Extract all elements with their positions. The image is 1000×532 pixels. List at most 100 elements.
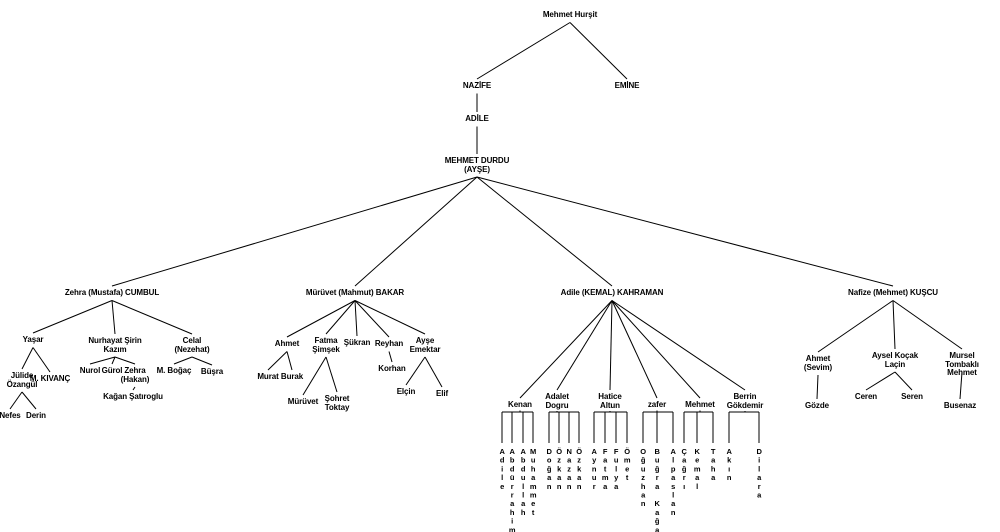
grandchild-name: Muhammet <box>528 447 538 517</box>
edge-yasar-julide <box>21 347 34 370</box>
edge-zehra-celal <box>111 300 193 335</box>
edge-root-emine <box>569 22 628 80</box>
edge-bakar-reyhan <box>354 300 390 338</box>
person-gurol: Gürol <box>101 366 123 375</box>
person-adile: ADİLE <box>465 114 489 123</box>
grandchild-name: Özkan <box>554 447 564 491</box>
edge-durdu-kuscu <box>476 176 894 287</box>
edge-kahraman-zafer <box>611 300 658 399</box>
edge-durdu-kahraman <box>476 176 613 287</box>
grandchild-name: Akın <box>724 447 734 482</box>
person-nurhayat: Nurhayat Şirin Kazım <box>88 336 142 354</box>
edge-ahmet-murat <box>267 351 288 371</box>
person-bakar: Mürüvet (Mahmut) BAKAR <box>305 288 405 297</box>
edge-julide-derin <box>21 391 37 410</box>
edge-root-nazife <box>476 22 571 80</box>
person-derin: Derin <box>26 411 46 420</box>
person-kuscu: Nafize (Mehmet) KUŞCU <box>848 288 938 297</box>
person-bogac: M. Boğaç <box>156 366 192 375</box>
person-kagan: Kağan Şatıroglu <box>103 392 163 401</box>
person-durdu: MEHMET DURDU (AYŞE) <box>444 156 510 174</box>
person-reyhan: Reyhan <box>374 339 404 348</box>
person-celal: Celal (Nezehat) <box>174 336 210 354</box>
edge-durdu-zehra <box>111 176 478 287</box>
grandchild-name: Abdullah <box>518 447 528 517</box>
person-nazife: NAZİFE <box>462 81 492 90</box>
person-aysel: Aysel Koçak Laçin <box>871 351 919 369</box>
edge-julide-nefes <box>9 391 23 410</box>
grandchild-name: Doğan <box>544 447 554 491</box>
edge-fatma-muruvet <box>302 356 327 396</box>
grandchild-name: Adile <box>497 447 507 491</box>
edge-celal-bogac <box>173 356 193 365</box>
person-kenan: Kenan <box>508 400 532 409</box>
edge-bakar-ayse <box>354 300 426 335</box>
person-kivanc: M. KIVANÇ <box>29 374 71 383</box>
edge-nurhayat-nurol <box>89 356 116 365</box>
person-elcin: Elçin <box>396 387 416 396</box>
grandchild-name: Taha <box>708 447 718 482</box>
person-berrin: Berrin Gökdemir <box>726 392 764 410</box>
grandchild-name: Alpaslan <box>668 447 678 517</box>
edge-yasar-kivanc <box>32 347 51 373</box>
person-nefes: Nefes <box>0 411 21 420</box>
person-adalet: Adalet Dogru <box>545 392 569 410</box>
person-zafer: zafer <box>647 400 667 409</box>
edge-aysel-seren <box>894 371 913 391</box>
edge-celal-busra <box>191 356 213 366</box>
edge-fatma-sohret <box>325 356 338 393</box>
edge-kahraman-berrin <box>611 300 746 391</box>
edge-zehrah-kagan <box>132 386 136 391</box>
person-sukran: Şükran <box>343 338 371 347</box>
person-root: Mehmet Hurşit <box>542 10 598 19</box>
person-korhan: Korhan <box>378 364 406 373</box>
person-ahmet: Ahmet <box>274 339 300 348</box>
edge-kuscu-ahmets <box>817 300 894 353</box>
edge-reyhan-korhan <box>388 351 393 363</box>
person-murat: Murat <box>257 372 279 381</box>
grandchild-name: Abdürrahim <box>507 447 517 532</box>
person-zehra: Zehra (Mustafa) CUMBUL <box>64 288 160 297</box>
person-julide: Jülide Özangül <box>6 371 38 389</box>
person-gozde: Gözde <box>805 401 829 410</box>
edge-kahraman-kenan <box>519 300 613 399</box>
edge-ahmets-gozde <box>816 374 819 400</box>
edge-ahmet-burak <box>286 351 293 371</box>
edge-zehra-yasar <box>32 300 113 334</box>
grandchild-name: Çağrı <box>679 447 689 491</box>
person-mursel: Mursel Tombaklı Mehmet <box>945 351 979 377</box>
edge-durdu-bakar <box>354 176 478 287</box>
person-yasar: Yaşar <box>22 335 44 344</box>
grandchild-name: Aynur <box>589 447 599 491</box>
grandchild-name: Fatma <box>600 447 610 491</box>
edge-zehra-nurhayat <box>111 300 116 335</box>
person-busenaz: Busenaz <box>943 401 977 410</box>
edge-kahraman-hatice <box>609 300 613 391</box>
edge-bakar-sukran <box>354 300 358 337</box>
person-hatice: Hatice Altun <box>598 392 622 410</box>
grandchild-name: Nazan <box>564 447 574 491</box>
grandchild-name: Fulya <box>611 447 621 491</box>
edge-ayse-elcin <box>405 356 426 386</box>
edge-nurhayat-gurol <box>111 356 116 365</box>
edge-kahraman-adalet <box>556 300 613 391</box>
person-ceren: Ceren <box>854 392 878 401</box>
person-ayse: Ayşe Emektar <box>409 336 441 354</box>
edge-mursel-busenaz <box>959 371 963 400</box>
person-sohret: Şohret Toktay <box>324 394 350 412</box>
person-ahmets: Ahmet (Sevim) <box>803 354 833 372</box>
person-seren: Seren <box>901 392 923 401</box>
person-emine: EMİNE <box>614 81 640 90</box>
person-nurol: Nurol <box>79 366 101 375</box>
person-busra: Büşra <box>200 367 224 376</box>
grandchild-name: Ömet <box>622 447 632 482</box>
grandchild-name: Kemal <box>692 447 702 491</box>
person-mehmet: Mehmet <box>685 400 715 409</box>
person-muruvet: Mürüvet <box>287 397 319 406</box>
person-zehrah: Zehra (Hakan) <box>120 366 150 384</box>
edge-bakar-fatma <box>325 300 356 335</box>
person-kahraman: Adile (KEMAL) KAHRAMAN <box>560 288 664 297</box>
person-elif: Elif <box>435 389 449 398</box>
